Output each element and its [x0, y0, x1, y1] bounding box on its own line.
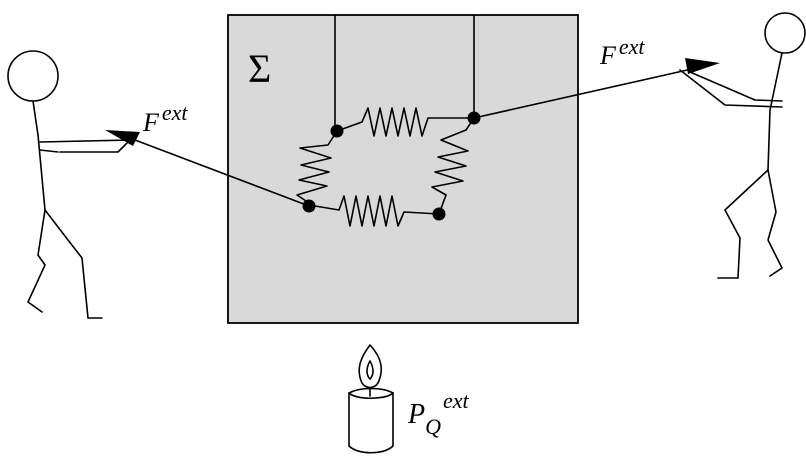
node-bottom-right	[432, 207, 446, 221]
candle-icon	[348, 344, 394, 454]
spring-bottom	[308, 195, 440, 227]
spring-left	[296, 130, 338, 206]
heat-label: PQext	[407, 388, 470, 439]
spring-right	[431, 117, 475, 215]
system-symbol: Σ	[248, 46, 271, 91]
right-force-rope	[473, 65, 706, 119]
left-force-rope	[134, 139, 310, 207]
left-force-arrowhead	[105, 130, 140, 146]
node-top-left	[330, 124, 344, 138]
right-person-icon	[679, 12, 806, 279]
spring-top	[336, 107, 475, 137]
system-box	[227, 14, 579, 324]
left-person-icon	[7, 50, 131, 319]
right-force-arrowhead	[685, 58, 720, 74]
